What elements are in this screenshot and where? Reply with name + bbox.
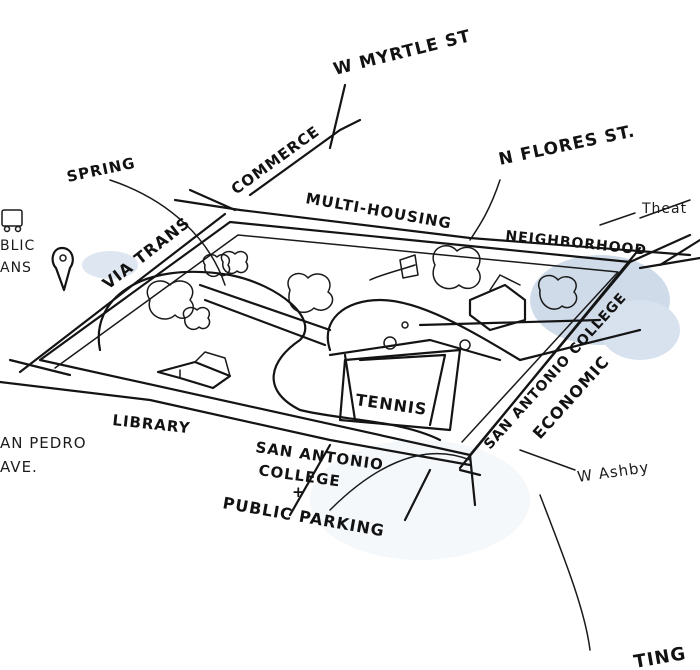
streets: [0, 83, 700, 522]
label-library: LIBRARY: [112, 411, 192, 437]
leader-lines: [109, 179, 636, 651]
label-san-pedro-2: AVE.: [0, 458, 38, 476]
trees: [146, 245, 578, 351]
label-spring: SPRING: [65, 154, 137, 186]
label-san-pedro-1: AN PEDRO: [0, 434, 87, 452]
tennis-court: [338, 348, 462, 432]
label-tennis: TENNIS: [354, 390, 428, 419]
label-neighborhood: NEIGHBORHOOD: [505, 228, 648, 259]
small-structure: [399, 254, 419, 279]
label-commerce: COMMERCE: [228, 122, 323, 198]
label-w-ashby: W Ashby: [576, 458, 650, 486]
label-w-myrtle-st: W MYRTLE ST: [331, 26, 473, 80]
label-public-trans-2: ANS: [0, 260, 32, 276]
label-n-flores-st: N FLORES ST.: [497, 121, 637, 169]
map-pin-icon: [51, 246, 74, 292]
bus-icon: [1, 209, 23, 233]
label-public-trans-1: BLIC: [0, 238, 35, 254]
campus-paths: [97, 264, 642, 442]
label-sac-parking-3: +: [292, 483, 306, 501]
label-theater: Theat: [641, 201, 687, 217]
library-building: [156, 351, 232, 390]
neighborhood-house: [468, 274, 527, 332]
label-bottom-cut: TING: [632, 643, 688, 670]
